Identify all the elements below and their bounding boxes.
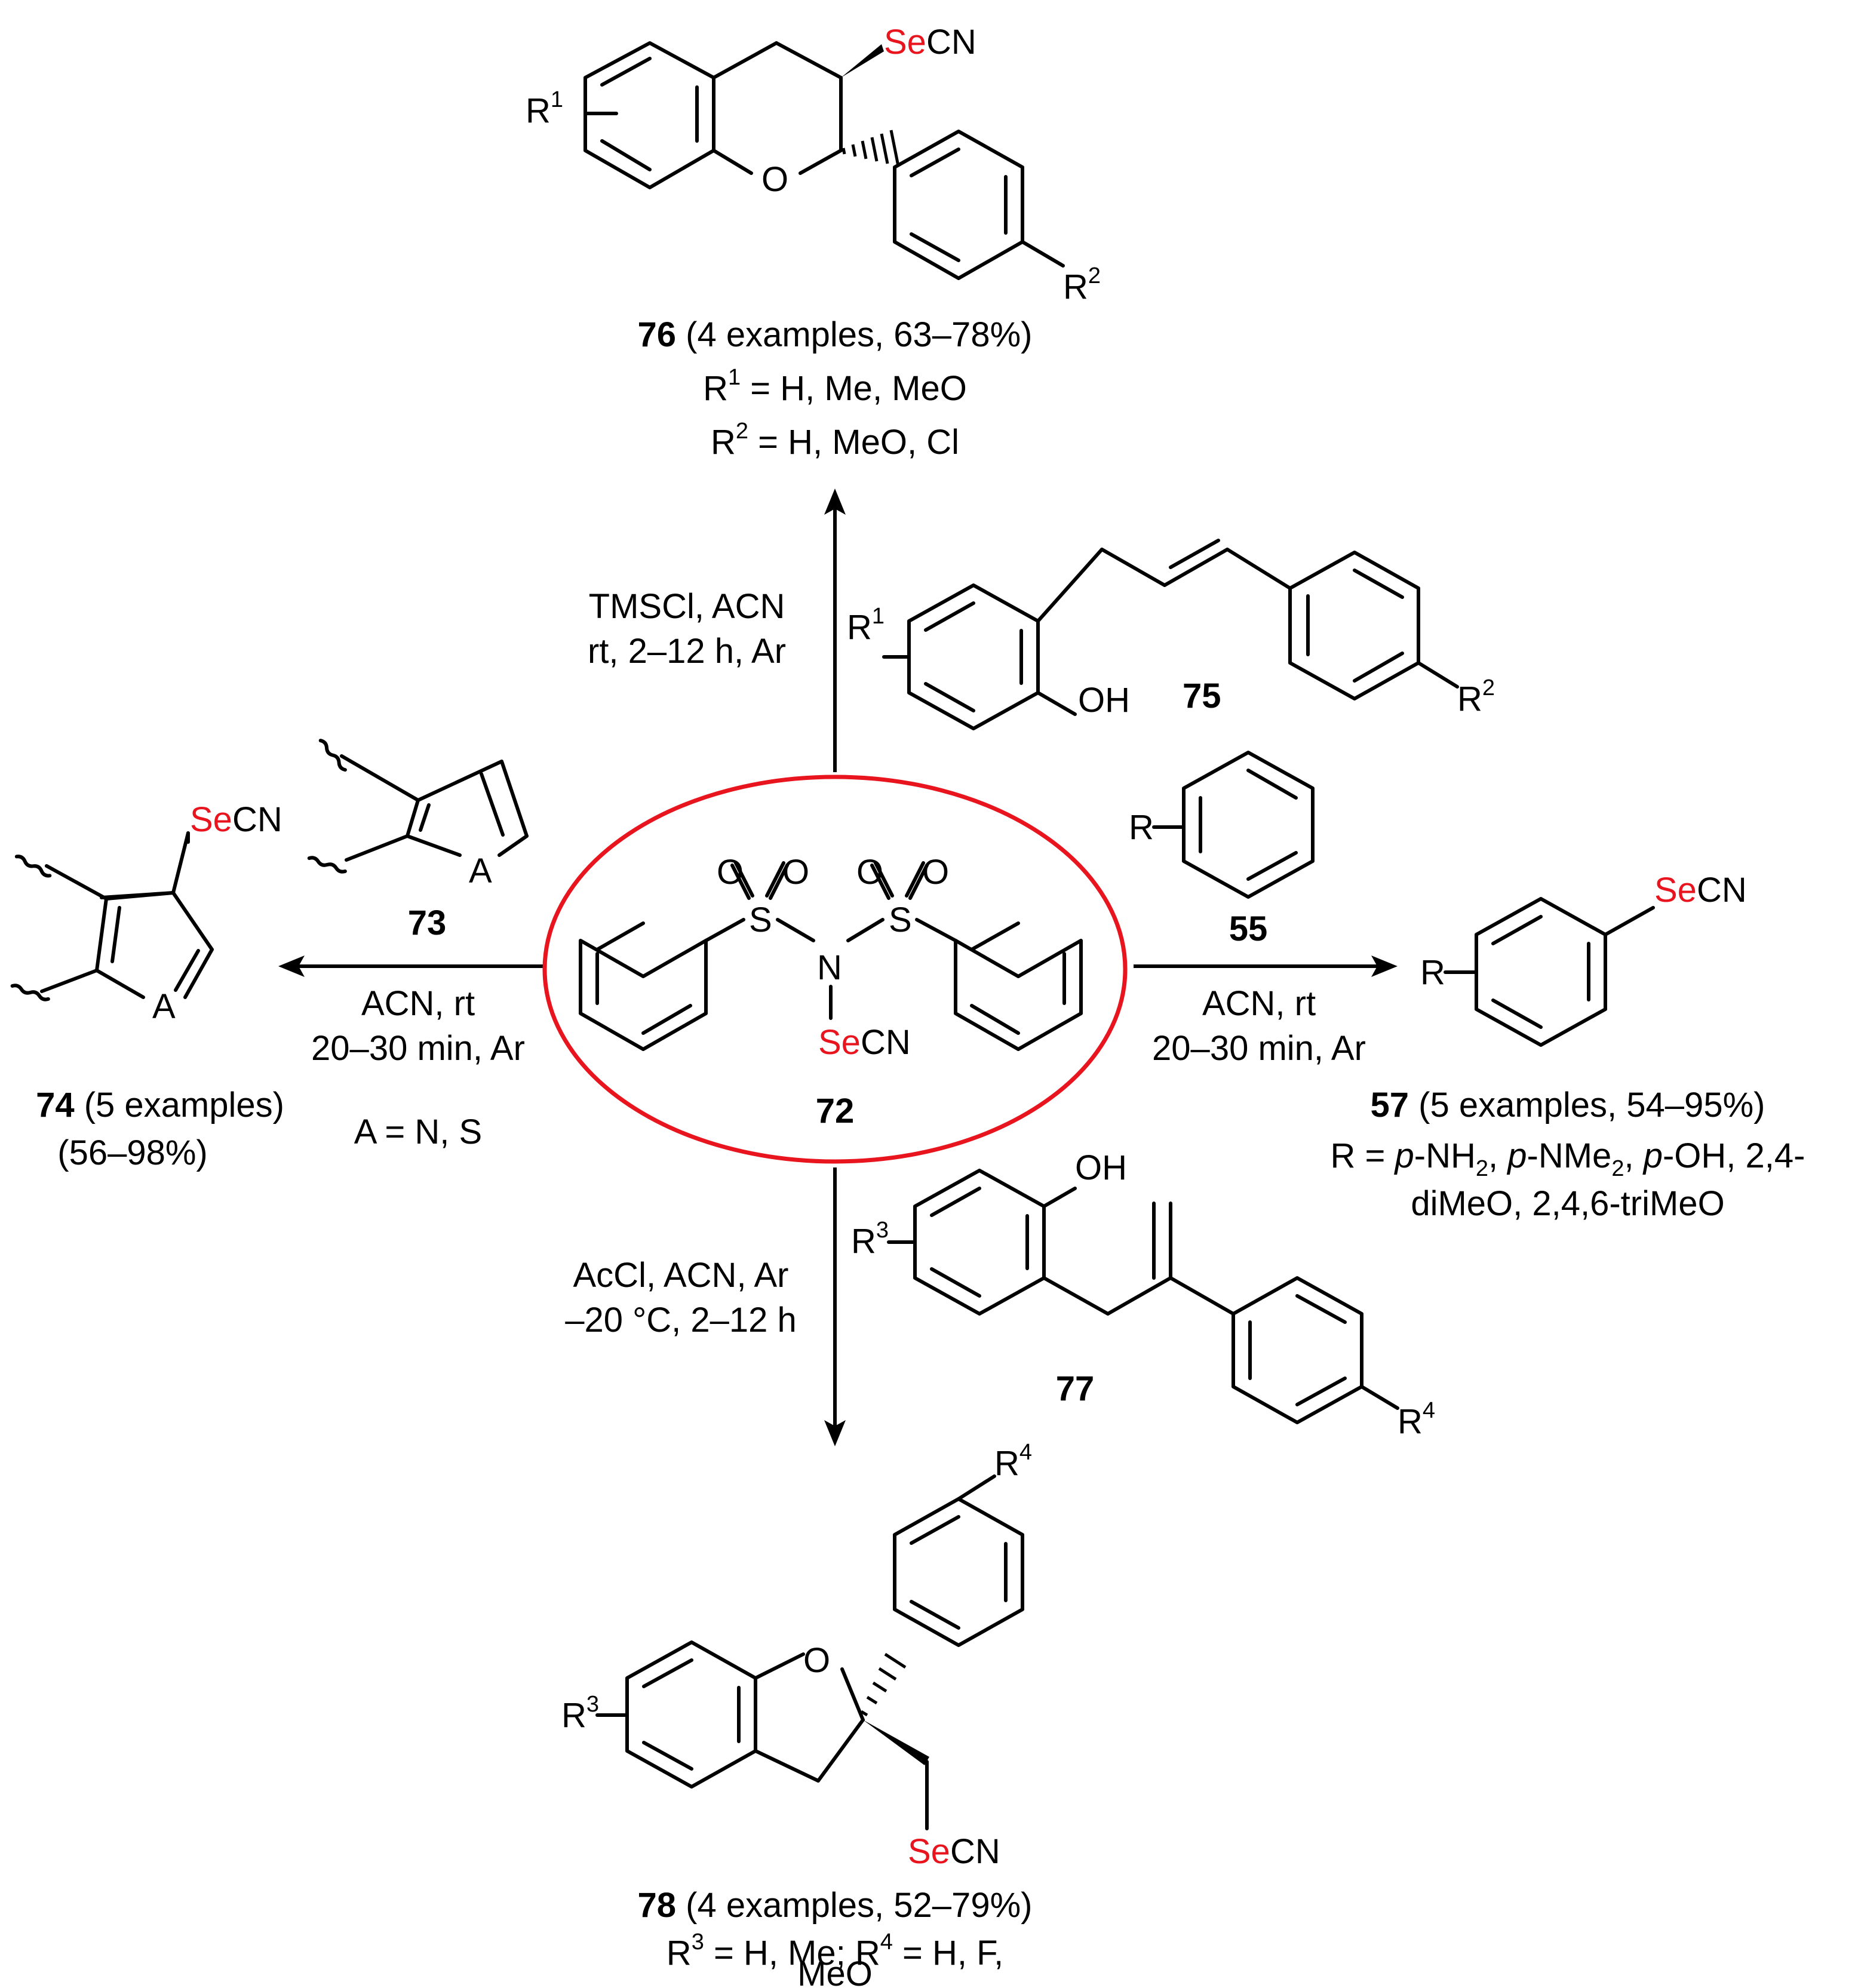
atom-o-1: O: [717, 853, 744, 892]
secn-group: SeCN: [908, 1832, 1000, 1871]
atom-a: A: [469, 852, 492, 890]
compound-label-72: 72: [816, 1092, 855, 1130]
product-78: O R3 R4 SeCN 78 (4 examples, 52–79%) R3 …: [561, 1440, 1032, 1988]
atom-o-3: O: [856, 853, 883, 892]
a-values: A = N, S: [354, 1113, 482, 1151]
product-76: R1 O SeCN R2 76 (4 examples, 63–78%) R1 …: [526, 23, 1101, 462]
yield-74: (56–98%): [57, 1133, 207, 1172]
ring-o: O: [803, 1641, 830, 1680]
reagent-55: R 55: [1129, 751, 1315, 948]
arene-ring: [1182, 751, 1315, 899]
compound-label-55: 55: [1229, 909, 1268, 948]
r2-label: R2: [1457, 675, 1495, 718]
compound-label-73: 73: [408, 904, 447, 942]
compound-label-75: 75: [1183, 677, 1221, 715]
r-values-2: diMeO, 2,4,6-triMeO: [1411, 1184, 1724, 1223]
conditions-right-2: 20–30 min, Ar: [1152, 1029, 1366, 1068]
r3-label: R3: [851, 1218, 889, 1261]
secn-group: SeCN: [884, 23, 976, 62]
aryl-ring: [893, 130, 1024, 280]
caption-78: 78 (4 examples, 52–79%): [638, 1886, 1033, 1925]
r2-values: R2 = H, MeO, Cl: [711, 419, 959, 462]
hash-bond: [842, 130, 900, 167]
conditions-down-1: AcCl, ACN, Ar: [573, 1256, 789, 1295]
conditions-right-1: ACN, rt: [1202, 984, 1316, 1023]
atom-o-4: O: [922, 853, 949, 892]
caption-57: 57 (5 examples, 54–95%): [1371, 1086, 1765, 1124]
conditions-down-2: –20 °C, 2–12 h: [565, 1301, 797, 1339]
reagent-73: A 73: [307, 739, 529, 942]
wavy-bond: [318, 739, 347, 772]
conditions-left-1: ACN, rt: [361, 984, 475, 1023]
wavy-bond: [10, 984, 50, 1001]
conditions-up-2: rt, 2–12 h, Ar: [588, 632, 786, 671]
compound-72: O O O O S S N SeCN 72: [542, 775, 1128, 1164]
r1-values: R1 = H, Me, MeO: [703, 365, 967, 408]
secn-group: SeCN: [190, 800, 282, 839]
atom-a: A: [152, 987, 176, 1026]
wedge-bond: [841, 44, 884, 78]
conditions-left-2: 20–30 min, Ar: [311, 1029, 525, 1068]
atom-o-2: O: [782, 853, 809, 892]
oh-group: OH: [1075, 1148, 1127, 1187]
ring-o: O: [761, 160, 788, 199]
aryl-ring: [1475, 897, 1607, 1047]
product-74: A SeCN 74 (5 examples) (56–98%): [10, 800, 284, 1172]
r3-label: R3: [561, 1692, 599, 1735]
r-values-1: R = p-NH2, p-NMe2, p-OH, 2,4-: [1331, 1136, 1805, 1181]
caption-76: 76 (4 examples, 63–78%): [638, 315, 1033, 354]
reagent-75: R1 OH 75 R2: [847, 539, 1495, 730]
r4-label: R4: [1398, 1398, 1435, 1441]
arrow-right-head: [1371, 955, 1398, 977]
r2-label: R2: [1063, 263, 1101, 306]
reaction-arrows: [278, 488, 1398, 1446]
r-values-1: R3 = H, Me; R4 = H, F,: [667, 1929, 1003, 1972]
r-label: R: [1420, 953, 1445, 992]
phenol-ring: [913, 1169, 1046, 1316]
secn-group: SeCN: [1654, 871, 1747, 909]
r4-label: R4: [994, 1440, 1032, 1483]
hash-bond: [860, 1652, 907, 1717]
benzo-ring: [625, 1640, 757, 1789]
arrow-down-head: [824, 1420, 846, 1446]
secn-group: SeCN: [818, 1023, 911, 1062]
wavy-bond: [14, 855, 52, 878]
r-label: R: [1129, 808, 1154, 847]
atom-s-right: S: [889, 901, 912, 939]
wavy-bond: [307, 856, 347, 874]
atom-n: N: [817, 948, 842, 987]
aryl-ring: [1231, 1276, 1363, 1424]
r-values-2: MeO: [797, 1955, 873, 1988]
r1-label: R1: [526, 87, 563, 130]
arrow-left-head: [278, 955, 305, 977]
reagent-77: OH R3 77 R4: [851, 1148, 1435, 1441]
atom-s-left: S: [749, 901, 772, 939]
r1-label: R1: [847, 604, 885, 647]
wedge-bond: [863, 1720, 929, 1765]
conditions-up-1: TMSCl, ACN: [589, 587, 785, 626]
arrow-up-head: [824, 488, 846, 515]
product-57: R SeCN 57 (5 examples, 54–95%) R = p-NH2…: [1331, 871, 1805, 1223]
phenyl-ring-right: [954, 939, 1083, 1051]
oh-group: OH: [1078, 681, 1130, 720]
caption-74: 74 (5 examples): [36, 1086, 284, 1124]
compound-label-77: 77: [1056, 1369, 1095, 1408]
phenol-ring: [907, 583, 1040, 730]
aryl-ring: [893, 1497, 1024, 1647]
highlight-ellipse: [542, 775, 1128, 1164]
